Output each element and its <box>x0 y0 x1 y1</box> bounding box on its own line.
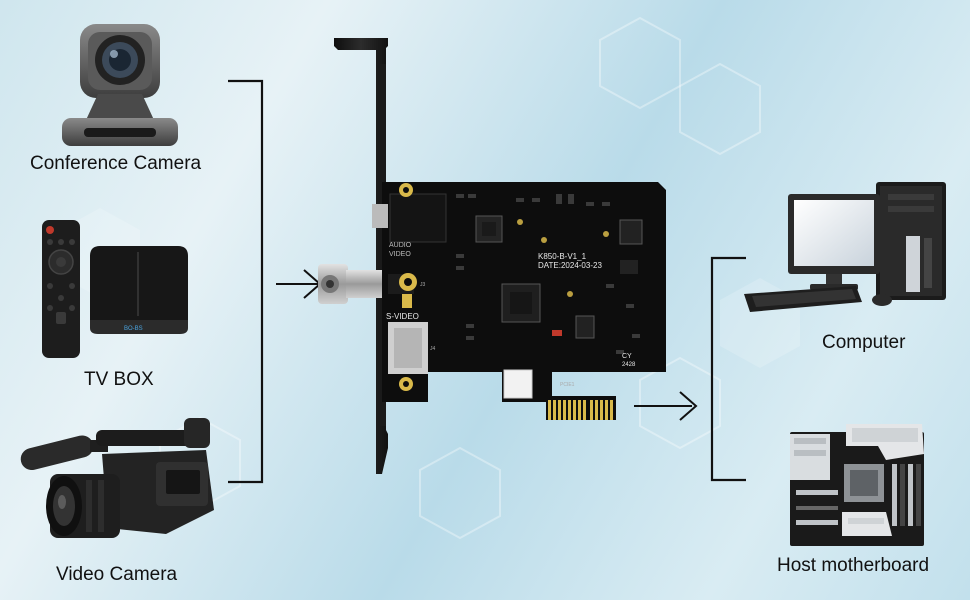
tv-box-icon: BO-BS <box>42 220 188 358</box>
computer-icon <box>744 182 946 312</box>
card-cy-code-text: 2428 <box>622 362 636 368</box>
computer-label: Computer <box>822 332 906 353</box>
motherboard-icon <box>790 424 924 546</box>
card-svideo-text: S-VIDEO <box>386 312 419 321</box>
conference-camera-label: Conference Camera <box>30 153 202 174</box>
motherboard-label: Host motherboard <box>777 555 930 576</box>
tv-box-label: TV BOX <box>84 369 154 390</box>
card-pcie-text: PCIE1 <box>560 382 575 388</box>
card-audio-text: AUDIO <box>389 242 412 249</box>
card-cy-text: CY <box>622 353 632 360</box>
output-bracket <box>634 256 746 482</box>
card-j4-text: J4 <box>430 346 436 352</box>
card-j3-text: J3 <box>420 282 426 288</box>
card-model-text: K850-B-V1_1 <box>538 252 587 261</box>
video-camera-icon <box>20 418 214 538</box>
video-camera-label: Video Camera <box>56 564 178 585</box>
card-video-text: VIDEO <box>389 251 411 258</box>
capture-card: K850-B-V1_1 DATE:2024-03-23 AUDIO VIDEO … <box>318 38 666 474</box>
tv-box-brand-text: BO-BS <box>124 326 143 332</box>
card-date-text: DATE:2024-03-23 <box>538 261 602 270</box>
conference-camera-icon <box>62 24 178 146</box>
